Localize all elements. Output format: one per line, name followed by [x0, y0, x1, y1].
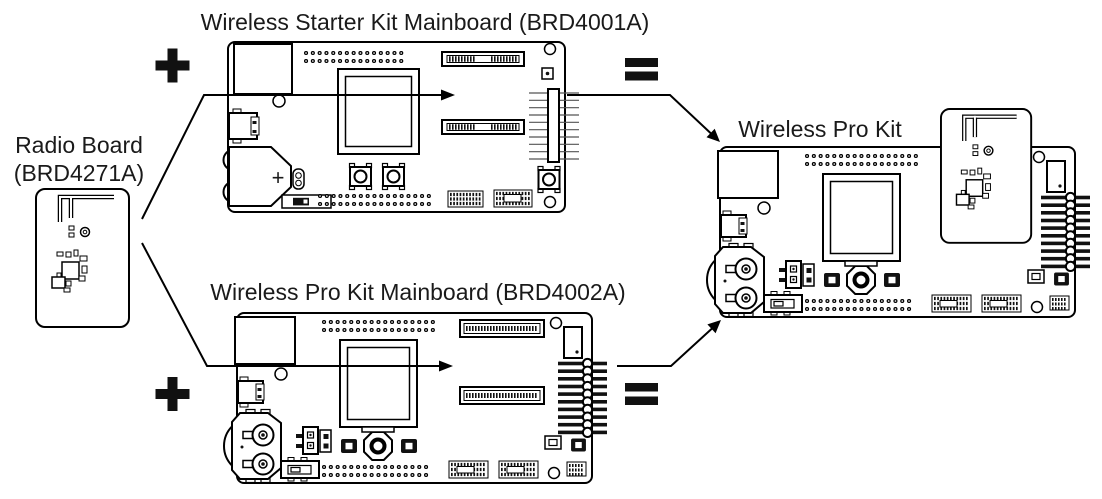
buzzer-component [292, 168, 305, 190]
arrowhead-icon [439, 360, 453, 372]
arrow-radio-to-wpk-mainboard [141, 242, 440, 367]
mounting-hole [272, 94, 286, 108]
wsk-mainboard-graphic: + [222, 41, 579, 213]
debug-led [541, 67, 554, 80]
flow-arrows [141, 89, 721, 372]
arrowhead-icon [441, 89, 455, 101]
arrowhead-icon [707, 320, 721, 334]
power-switch [281, 194, 332, 209]
pro-kit-mainboard-graphic [707, 147, 1090, 317]
plus-icon [155, 48, 190, 83]
pin-header [547, 88, 560, 163]
simplicity-connector [493, 189, 533, 208]
battery-polarity-marking: + [272, 165, 285, 190]
lcd-display [337, 68, 420, 155]
ethernet-connector [233, 43, 293, 95]
expansion-header [442, 120, 524, 134]
arrow-radio-to-wstk [141, 94, 442, 220]
radio-board-graphic [36, 189, 129, 327]
label-starter-kit-mainboard: Wireless Starter Kit Mainboard (BRD4001A… [201, 9, 650, 35]
plus-icon [155, 377, 190, 411]
radio-board-socket-header [529, 92, 579, 160]
label-pro-kit-mainboard: Wireless Pro Kit Mainboard (BRD4002A) [210, 279, 625, 305]
mounting-hole [543, 42, 557, 56]
label-radio-board-line1: Radio Board [15, 132, 143, 158]
battery-holder: + [222, 146, 292, 207]
arrow-wstk-to-prokit [567, 94, 712, 135]
mounting-hole [543, 195, 557, 209]
arrow-wpk-mainboard-to-prokit [617, 327, 713, 367]
label-pro-kit: Wireless Pro Kit [738, 116, 902, 142]
equals-icon [625, 383, 658, 405]
push-button [381, 162, 406, 191]
mounted-radio-board-graphic [941, 109, 1031, 243]
arrowhead-icon [706, 128, 720, 142]
equals-icon [625, 58, 658, 81]
expansion-header [442, 52, 524, 66]
reset-button [537, 165, 561, 194]
label-radio-board-line2: (BRD4271A) [14, 160, 144, 186]
usb-connector [228, 108, 260, 144]
debug-connector [447, 190, 484, 208]
wpk-mainboard-graphic [224, 313, 607, 483]
push-button [348, 162, 373, 191]
